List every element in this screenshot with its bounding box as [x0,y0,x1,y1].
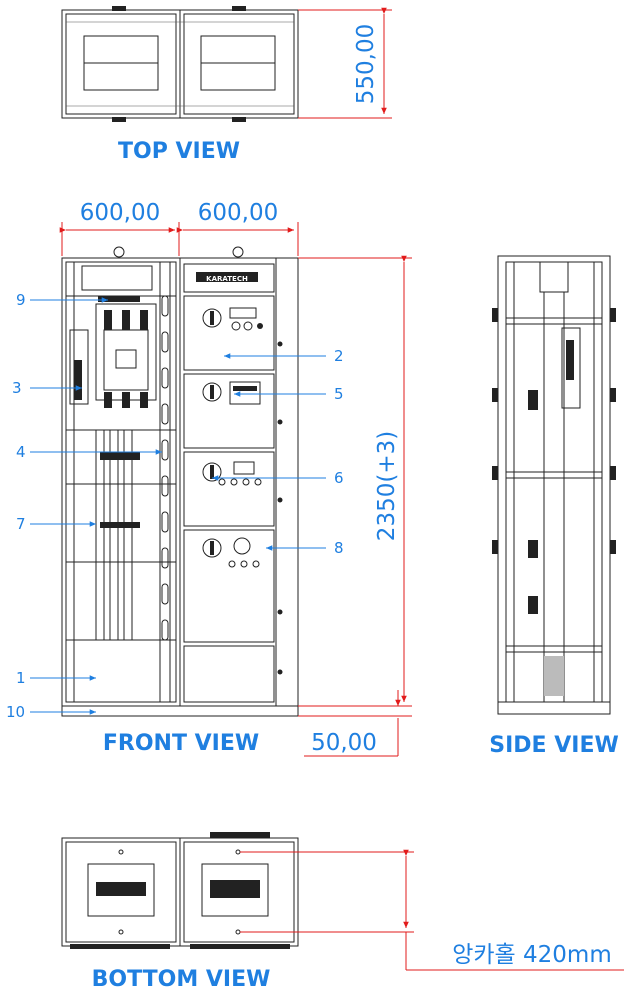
callout-6: 6 [334,469,344,487]
callout-7: 7 [16,515,26,533]
callout-5: 5 [334,385,344,403]
front-width-left-dimension: 600,00 [80,200,160,226]
side-view-label: SIDE VIEW [489,733,619,758]
front-width-right-dimension: 600,00 [198,200,278,226]
bottom-view [61,832,624,971]
callout-3: 3 [12,379,22,397]
top-view-label: TOP VIEW [118,139,240,164]
front-base-dimension: 50,00 [311,730,377,756]
callout-2: 2 [334,347,344,365]
callout-1: 1 [16,669,26,687]
callout-8: 8 [334,539,344,557]
callout-9: 9 [16,291,26,309]
top-depth-dimension: 550,00 [353,24,379,104]
callout-4: 4 [16,443,26,461]
callout-leaders [30,297,326,715]
front-height-dimension: 2350(+3) [374,431,400,541]
front-height-dimension-lines [298,255,412,757]
callout-10: 10 [6,703,25,721]
brand-plate: KARATECH [206,275,248,283]
front-width-dimensions [59,222,299,256]
anchor-hole-dimension: 앙카홀 420mm [452,942,612,968]
bottom-view-label: BOTTOM VIEW [92,967,271,992]
top-view [61,6,392,122]
front-view-label: FRONT VIEW [103,731,259,756]
front-view [61,246,299,717]
side-view [492,255,616,715]
